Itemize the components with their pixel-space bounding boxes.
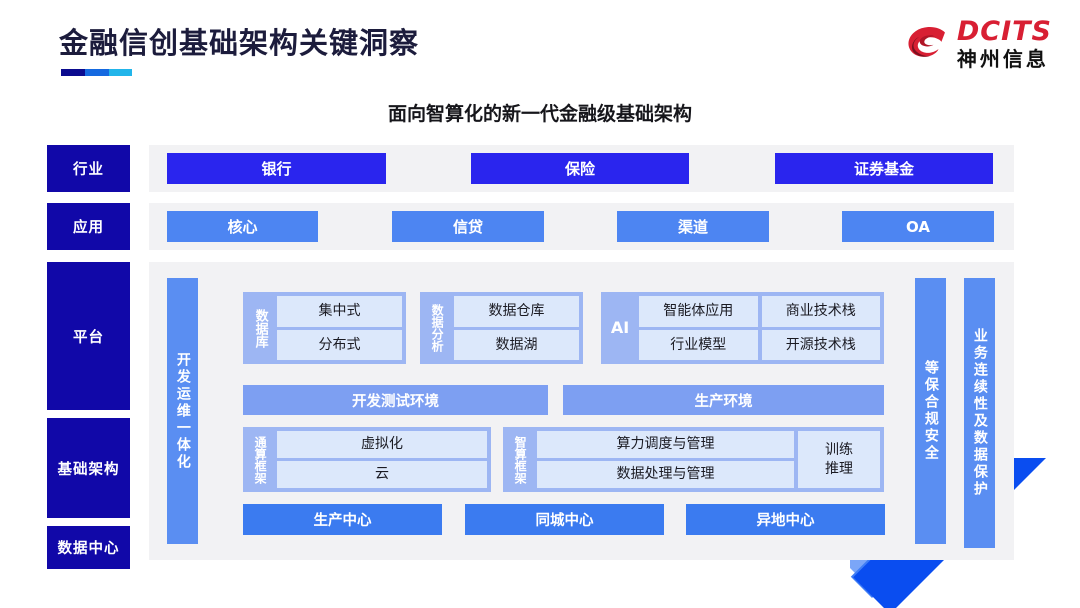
chip-label: 渠道 — [677, 218, 708, 236]
rail-item-application[interactable]: 应用 — [47, 203, 130, 250]
chip-label: 信贷 — [452, 218, 483, 236]
right-bar-label: 等保合规安全 — [922, 360, 939, 462]
logo-wordmark: DCITS 神州信息 — [957, 18, 1052, 69]
group-row: 数据处理与管理 — [537, 461, 794, 488]
chip-label: 生产环境 — [694, 393, 753, 410]
group-body: 集中式 分布式 — [277, 296, 402, 360]
application-chip-core[interactable]: 核心 — [167, 211, 318, 242]
group-label: 智算框架 — [513, 435, 528, 484]
accent-bar — [61, 69, 132, 76]
dc-chip-production-center[interactable]: 生产中心 — [243, 504, 442, 535]
chip-label: 银行 — [261, 160, 292, 178]
industry-chip-securities-fund[interactable]: 证券基金 — [775, 153, 993, 184]
group-body: 算力调度与管理 数据处理与管理 — [537, 431, 794, 488]
cell-centralized[interactable]: 集中式 — [277, 296, 402, 327]
accent-segment-2 — [85, 69, 109, 76]
train-line: 训练 — [825, 442, 853, 459]
group-smart-compute[interactable]: 智算框架 算力调度与管理 数据处理与管理 训练 推理 — [503, 427, 884, 492]
right-bar-business-continuity[interactable]: 业务连续性及数据保护 — [964, 278, 995, 548]
group-row: 虚拟化 — [277, 431, 487, 458]
group-label: 数据分析 — [430, 304, 445, 352]
group-row: 集中式 — [277, 296, 402, 327]
rail-label: 平台 — [73, 329, 104, 346]
group-label: AI — [610, 317, 630, 337]
train-infer-text: 训练 推理 — [825, 441, 853, 477]
logo-cn: 神州信息 — [956, 47, 1049, 71]
dc-chip-metro-center[interactable]: 同城中心 — [465, 504, 664, 535]
group-database[interactable]: 数据库 集中式 分布式 — [243, 292, 406, 364]
group-body: 智能体应用 商业技术栈 行业模型 开源技术栈 — [639, 296, 880, 360]
chip-label: 异地中心 — [756, 513, 815, 529]
right-bar-label: 业务连续性及数据保护 — [971, 328, 988, 498]
group-body: 虚拟化 云 — [277, 431, 487, 488]
chip-label: 核心 — [227, 218, 258, 236]
group-row: 算力调度与管理 — [537, 431, 794, 458]
group-body: 数据仓库 数据湖 — [454, 296, 579, 360]
cell-commercial-stack[interactable]: 商业技术栈 — [761, 296, 880, 327]
dc-chip-remote-center[interactable]: 异地中心 — [686, 504, 885, 535]
right-bar-compliance-security[interactable]: 等保合规安全 — [915, 278, 946, 544]
chip-label: 开发测试环境 — [352, 393, 439, 410]
dcits-swirl-icon — [904, 21, 950, 67]
group-general-compute[interactable]: 通算框架 虚拟化 云 — [243, 427, 491, 492]
page-title: 金融信创基础架构关键洞察 — [59, 26, 420, 60]
subtitle: 面向智算化的新一代金融级基础架构 — [387, 103, 692, 125]
group-row: 云 — [277, 461, 487, 488]
group-row: 智能体应用 商业技术栈 — [639, 296, 880, 327]
cell-data-warehouse[interactable]: 数据仓库 — [454, 296, 579, 327]
cell-compute-scheduling[interactable]: 算力调度与管理 — [537, 431, 794, 458]
group-data-analytics[interactable]: 数据分析 数据仓库 数据湖 — [420, 292, 583, 364]
group-ai[interactable]: AI 智能体应用 商业技术栈 行业模型 开源技术栈 — [601, 292, 884, 364]
rail-item-infrastructure[interactable]: 基础架构 — [47, 418, 130, 518]
application-chip-credit[interactable]: 信贷 — [392, 211, 544, 242]
chip-label: 保险 — [564, 160, 595, 178]
group-row: 数据仓库 — [454, 296, 579, 327]
rail-item-platform[interactable]: 平台 — [47, 262, 130, 410]
rail-label: 行业 — [73, 162, 104, 178]
rail-label: 数据中心 — [57, 541, 120, 557]
group-label: 通算框架 — [253, 435, 268, 484]
group-row: 行业模型 开源技术栈 — [639, 329, 880, 360]
cell-opensource-stack[interactable]: 开源技术栈 — [761, 329, 880, 360]
group-row: 分布式 — [277, 329, 402, 360]
devops-vertical-bar[interactable]: 开发运维一体化 — [167, 278, 198, 544]
rail-item-datacenter[interactable]: 数据中心 — [47, 526, 130, 569]
cell-virtualization[interactable]: 虚拟化 — [277, 431, 487, 458]
cell-data-lake[interactable]: 数据湖 — [454, 329, 579, 360]
rail-item-industry[interactable]: 行业 — [47, 145, 130, 192]
chip-label: 同城中心 — [535, 513, 594, 529]
group-label: 数据库 — [252, 308, 268, 348]
chip-label: OA — [906, 217, 930, 236]
env-chip-dev-test[interactable]: 开发测试环境 — [243, 385, 548, 415]
cell-data-processing[interactable]: 数据处理与管理 — [537, 461, 794, 488]
cell-agent-application[interactable]: 智能体应用 — [639, 296, 758, 327]
logo-en: DCITS — [956, 16, 1052, 47]
cell-industry-model[interactable]: 行业模型 — [639, 329, 758, 360]
devops-label: 开发运维一体化 — [174, 351, 191, 471]
accent-segment-3 — [109, 69, 132, 76]
chip-label: 生产中心 — [313, 513, 372, 529]
chip-label: 证券基金 — [853, 160, 914, 178]
accent-segment-1 — [61, 69, 85, 76]
industry-chip-bank[interactable]: 银行 — [167, 153, 386, 184]
application-chip-channel[interactable]: 渠道 — [617, 211, 769, 242]
rail-label: 基础架构 — [57, 461, 120, 478]
cell-distributed[interactable]: 分布式 — [277, 329, 402, 360]
industry-chip-insurance[interactable]: 保险 — [471, 153, 689, 184]
application-chip-oa[interactable]: OA — [842, 211, 994, 242]
infer-line: 推理 — [825, 460, 853, 477]
cell-cloud[interactable]: 云 — [277, 461, 487, 488]
group-row: 数据湖 — [454, 329, 579, 360]
rail-label: 应用 — [73, 220, 104, 236]
cell-train-infer[interactable]: 训练 推理 — [798, 431, 880, 488]
brand-logo: DCITS 神州信息 — [904, 18, 1052, 69]
env-chip-production[interactable]: 生产环境 — [563, 385, 884, 415]
